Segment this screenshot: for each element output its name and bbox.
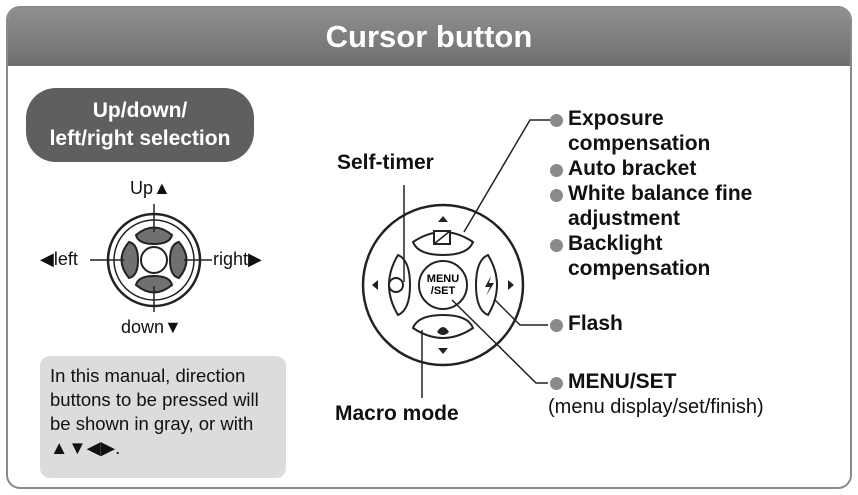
auto-bracket-label: Auto bracket: [568, 157, 697, 180]
flash-label: Flash: [568, 312, 623, 335]
self-timer-icon: [388, 277, 404, 293]
bullet-dot: [550, 114, 563, 127]
bullet-dot: [550, 239, 563, 252]
small-pad-right-label: right▶: [213, 249, 262, 269]
menu-label: MENU: [426, 273, 460, 285]
arrow-left-icon: [372, 280, 378, 290]
self-timer-label: Self-timer: [337, 151, 434, 174]
macro-icon: [437, 327, 449, 335]
bullet-dot: [550, 189, 563, 202]
macro-mode-label: Macro mode: [335, 402, 459, 425]
arrow-down-icon: [438, 348, 448, 354]
exposure-label: Exposure compensation: [568, 106, 710, 156]
large-pad-down-key: [411, 313, 475, 339]
white-balance-line-2: adjustment: [568, 207, 681, 230]
backlight-line-1: Backlight: [568, 232, 663, 255]
menu-set-description: (menu display/set/finish): [548, 396, 764, 418]
white-balance-line-1: White balance fine: [568, 182, 753, 205]
bullet-dot: [550, 377, 563, 390]
arrow-right-icon: [508, 280, 514, 290]
flash-icon: [485, 276, 494, 296]
large-cursor-button: [361, 119, 552, 398]
bullet-dot: [550, 164, 563, 177]
selection-pill-line-1: Up/down/: [92, 99, 188, 122]
set-label: /SET: [430, 285, 456, 297]
menu-set-label: MENU/SET: [568, 370, 677, 393]
small-direction-pad: [90, 204, 212, 312]
menu-set-button-label: MENU /SET: [426, 273, 460, 297]
panel-title: Cursor button: [8, 8, 850, 66]
exposure-line-1: Exposure: [568, 107, 664, 130]
small-pad-down-label: down▼: [121, 317, 182, 337]
small-pad-left-label: ◀left: [40, 249, 78, 269]
small-pad-up-label: Up▲: [130, 178, 171, 198]
selection-pill: Up/down/ left/right selection: [26, 88, 254, 162]
selection-pill-line-2: left/right selection: [49, 127, 231, 150]
white-balance-label: White balance fine adjustment: [568, 181, 752, 231]
backlight-line-2: compensation: [568, 257, 711, 280]
exposure-line-2: compensation: [568, 132, 711, 155]
backlight-label: Backlight compensation: [568, 231, 710, 281]
arrow-up-icon: [438, 216, 448, 222]
bullet-dot: [550, 319, 563, 332]
manual-note: In this manual, direction buttons to be …: [40, 356, 286, 478]
